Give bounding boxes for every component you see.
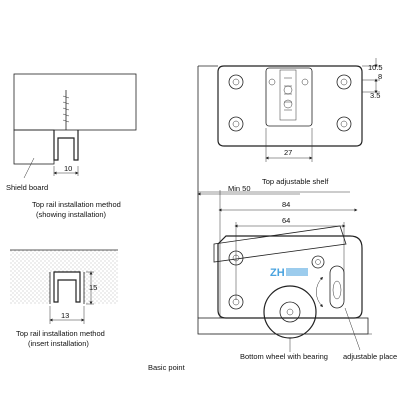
showing-installation-figure: 10 Shield board Top rail installation me… bbox=[6, 73, 137, 219]
ceiling-board-insert bbox=[10, 250, 118, 272]
top-plate bbox=[217, 65, 363, 147]
top-shelf-assembly: 27 10.5 8 3.5 Top adjustable shelf bbox=[217, 58, 383, 186]
bottom-plate bbox=[217, 235, 363, 319]
label-shield-board: Shield board bbox=[6, 183, 48, 192]
hole-bottom-left-icon bbox=[228, 116, 244, 132]
label-insert-method-1: Top rail installation method bbox=[16, 329, 105, 338]
ceiling-board bbox=[13, 73, 137, 131]
bottom-track bbox=[197, 317, 369, 335]
dim-show-width: 10 bbox=[64, 164, 72, 173]
bottom-hole-bottom-left-icon bbox=[228, 294, 244, 310]
insert-rail-profile bbox=[53, 271, 81, 303]
bottom-dimensions: Min 50 84 64 bbox=[197, 184, 358, 300]
dim-8: 8 bbox=[378, 72, 382, 81]
label-min-50: Min 50 bbox=[228, 184, 251, 193]
label-basic-point: Basic point bbox=[148, 363, 186, 372]
label-show-method-1: Top rail installation method bbox=[32, 200, 121, 209]
dim-3-5: 3.5 bbox=[370, 91, 380, 100]
brand-logo-glyph-icon bbox=[286, 268, 308, 276]
center-slider bbox=[265, 67, 313, 127]
bottom-wheel-assembly: ZH Bottom wheel with bearing adjustable … bbox=[213, 225, 397, 361]
label-adjustable-place: adjustable place bbox=[343, 352, 397, 361]
dim-27: 27 bbox=[284, 148, 292, 157]
hole-top-right-icon bbox=[336, 74, 352, 90]
bottom-hole-top-left-icon bbox=[228, 250, 244, 266]
dim-10-5: 10.5 bbox=[368, 63, 383, 72]
dim-64: 64 bbox=[282, 216, 290, 225]
brand-logo: ZH bbox=[270, 267, 285, 279]
hole-top-left-icon bbox=[228, 74, 244, 90]
top-rail-profile bbox=[53, 130, 79, 161]
bottom-wheel-icon bbox=[263, 285, 317, 339]
label-bottom-wheel: Bottom wheel with bearing bbox=[240, 352, 328, 361]
dim-84: 84 bbox=[282, 200, 290, 209]
label-top-shelf: Top adjustable shelf bbox=[262, 177, 329, 186]
bottom-hole-top-right-icon bbox=[311, 255, 325, 269]
hole-bottom-right-icon bbox=[336, 116, 352, 132]
insert-installation-figure: 15 13 Top rail installation method (inse… bbox=[10, 249, 118, 348]
dim-insert-width: 13 bbox=[61, 311, 69, 320]
shield-board bbox=[13, 129, 55, 165]
label-show-method-2: (showing installation) bbox=[36, 210, 107, 219]
dim-insert-height: 15 bbox=[89, 283, 97, 292]
label-insert-method-2: (insert installation) bbox=[28, 339, 89, 348]
adjustable-slot bbox=[329, 265, 345, 309]
